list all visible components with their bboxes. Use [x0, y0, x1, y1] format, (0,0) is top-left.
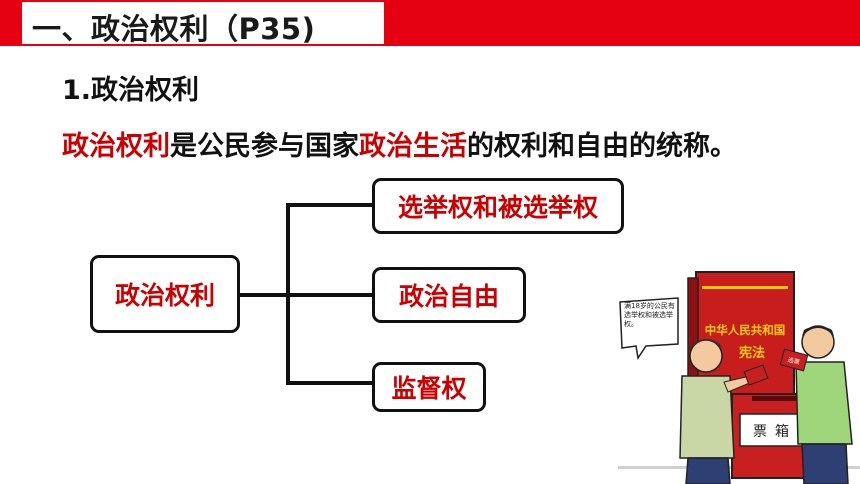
speech-bubble: 满18岁的公民有选举权和被选举权。 — [619, 297, 679, 360]
diagram-child-label: 政治自由 — [398, 282, 499, 311]
voter-right-figure — [795, 325, 853, 484]
definition-sentence: 政治权利是公民参与国家政治生活的权利和自由的统称。 — [62, 124, 737, 163]
diagram-root-label: 政治权利 — [114, 281, 215, 310]
ballot-mark: 选票 — [787, 356, 801, 367]
title-box — [22, 2, 384, 44]
connector-root-horizontal — [240, 293, 288, 297]
connector-branch-3 — [286, 381, 372, 385]
diagram-child-label: 选举权和被选举权 — [397, 193, 598, 222]
ballot-box-label: 票箱 — [753, 424, 797, 440]
slide-title: 一、政治权利（P35) — [32, 12, 316, 46]
definition-part1: 是公民参与国家 — [170, 131, 359, 162]
section-subtitle: 1.政治权利 — [62, 75, 200, 106]
connector-branch-2 — [286, 293, 372, 297]
book-title: 中华人民共和国 — [705, 323, 786, 337]
diagram-root-node: 政治权利 — [90, 255, 240, 333]
definition-term2: 政治生活 — [359, 131, 467, 162]
diagram-child-election-right: 选举权和被选举权 — [372, 178, 624, 234]
diagram-child-label: 监督权 — [391, 374, 467, 403]
diagram-child-political-freedom: 政治自由 — [372, 267, 526, 323]
book-subtitle: 宪法 — [739, 345, 765, 361]
speech-bubble-text: 满18岁的公民有选举权和被选举权。 — [624, 302, 675, 328]
definition-part2: 的权利和自由的统称。 — [467, 131, 737, 162]
connector-branch-1 — [286, 203, 372, 207]
voter-left-figure — [679, 339, 753, 484]
ballot-paper-icon: 选票 — [743, 348, 809, 386]
definition-term: 政治权利 — [62, 131, 170, 162]
voting-illustration: 中华人民共和国 宪法 满18岁的公民有选举权和被选举权。 票箱 选票 — [619, 271, 853, 484]
diagram-child-supervision-right: 监督权 — [372, 362, 486, 412]
